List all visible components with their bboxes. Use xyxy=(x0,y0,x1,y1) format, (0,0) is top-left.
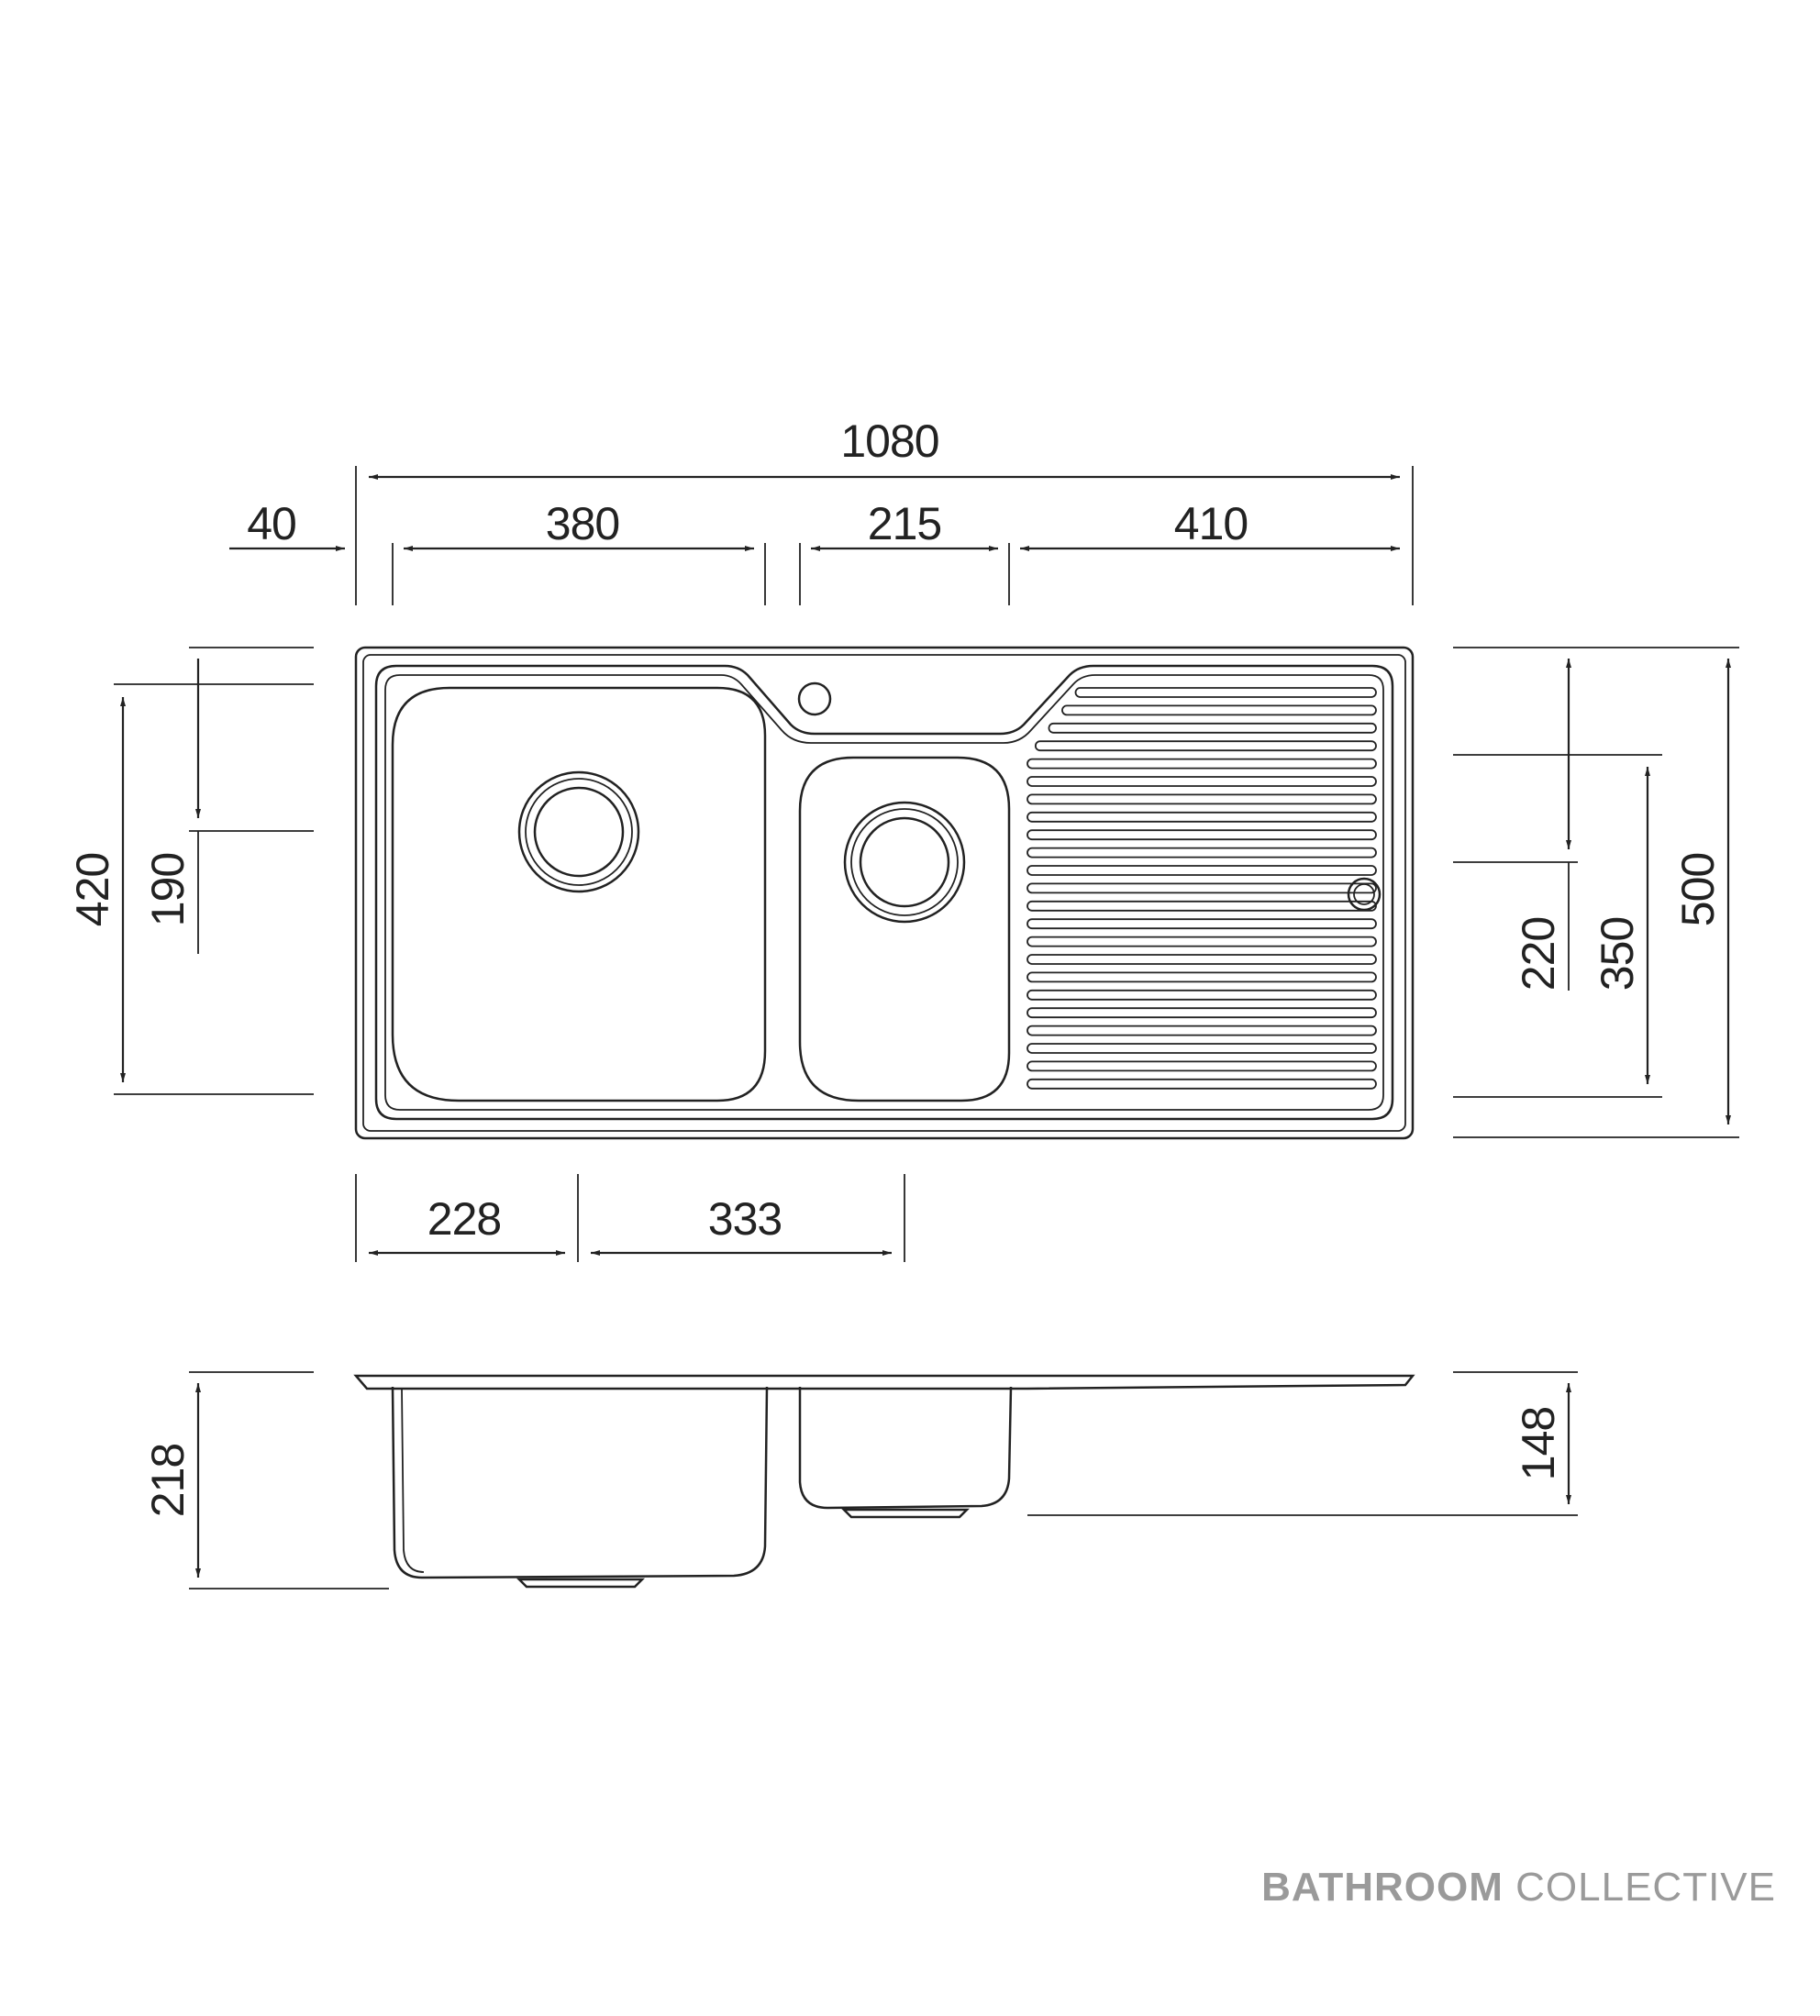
drainer-rib xyxy=(1027,811,1377,823)
dim-350-label: 350 xyxy=(1592,917,1643,991)
dim-380-label: 380 xyxy=(546,498,619,549)
drainer-rib xyxy=(1027,865,1377,876)
main-waste-outer xyxy=(517,770,640,893)
brand-logo: BATHROOM COLLECTIVE xyxy=(1261,1865,1776,1911)
dimensions: 1080 40 380 215 410 420 190 xyxy=(67,415,1739,1590)
dim-40-label: 40 xyxy=(247,498,296,549)
drainer-rib xyxy=(1027,1043,1377,1054)
drainer-rib xyxy=(1027,1007,1377,1019)
side-main-bowl xyxy=(391,1386,769,1579)
brand-name-light: COLLECTIVE xyxy=(1503,1865,1776,1910)
side-main-bowl-inner xyxy=(401,1388,425,1573)
drainer-rib xyxy=(1027,989,1377,1001)
dim-148-label: 148 xyxy=(1513,1407,1564,1480)
drainer-ribs xyxy=(1027,687,1377,1090)
drainer-rib xyxy=(1027,1025,1377,1036)
drainer-rib xyxy=(1027,1060,1377,1072)
dim-220-label: 220 xyxy=(1513,917,1564,991)
main-bowl xyxy=(391,686,767,1102)
small-bowl xyxy=(798,756,1011,1102)
drainer-rib xyxy=(1027,900,1377,912)
side-small-bowl xyxy=(798,1386,1013,1510)
overflow-hole xyxy=(1347,877,1382,912)
dim-1080-label: 1080 xyxy=(840,415,938,467)
dim-420-label: 420 xyxy=(67,853,118,926)
drainer-rib xyxy=(1027,1078,1377,1090)
dim-215-label: 215 xyxy=(868,498,941,549)
drainer-rib xyxy=(1027,776,1377,787)
main-waste-mid xyxy=(525,778,633,886)
drainer-rib xyxy=(1027,954,1377,965)
drainer-rib xyxy=(1027,936,1377,947)
dim-218-label: 218 xyxy=(142,1444,194,1517)
deck-outline-inner xyxy=(384,674,1384,1111)
dim-228-label: 228 xyxy=(427,1193,501,1245)
sink-outer-rim xyxy=(354,646,1415,1140)
drainer-rib xyxy=(1027,882,1377,894)
main-waste-inner xyxy=(533,786,625,878)
dim-190-label: 190 xyxy=(142,853,194,926)
small-waste-inner xyxy=(859,816,950,908)
drainer-rib xyxy=(1027,793,1377,805)
side-small-waste xyxy=(840,1508,971,1519)
deck-outline xyxy=(374,664,1394,1121)
drainer-rib xyxy=(1061,704,1377,716)
drainer-rib xyxy=(1048,722,1377,734)
dim-410-label: 410 xyxy=(1174,498,1248,549)
drainer-rib xyxy=(1034,740,1377,752)
brand-name-bold: BATHROOM xyxy=(1261,1865,1504,1910)
drainer-rib xyxy=(1027,971,1377,983)
drainer-rib xyxy=(1027,847,1377,858)
top-view xyxy=(354,646,1415,1140)
side-main-waste xyxy=(516,1578,646,1589)
small-waste-mid xyxy=(850,808,959,916)
side-view xyxy=(353,1374,1415,1589)
drainer-rib xyxy=(1027,829,1377,841)
dim-500-label: 500 xyxy=(1672,853,1724,926)
small-waste-outer xyxy=(843,801,966,924)
drainer-rib xyxy=(1027,918,1377,930)
drainer-rib xyxy=(1027,758,1377,770)
overflow-hole-inner xyxy=(1353,883,1375,905)
dim-333-label-text: 333 xyxy=(708,1193,782,1245)
tap-hole xyxy=(797,681,832,716)
side-deck xyxy=(353,1374,1415,1390)
drainer-rib xyxy=(1074,687,1377,698)
sink-inner-rim xyxy=(362,654,1406,1132)
